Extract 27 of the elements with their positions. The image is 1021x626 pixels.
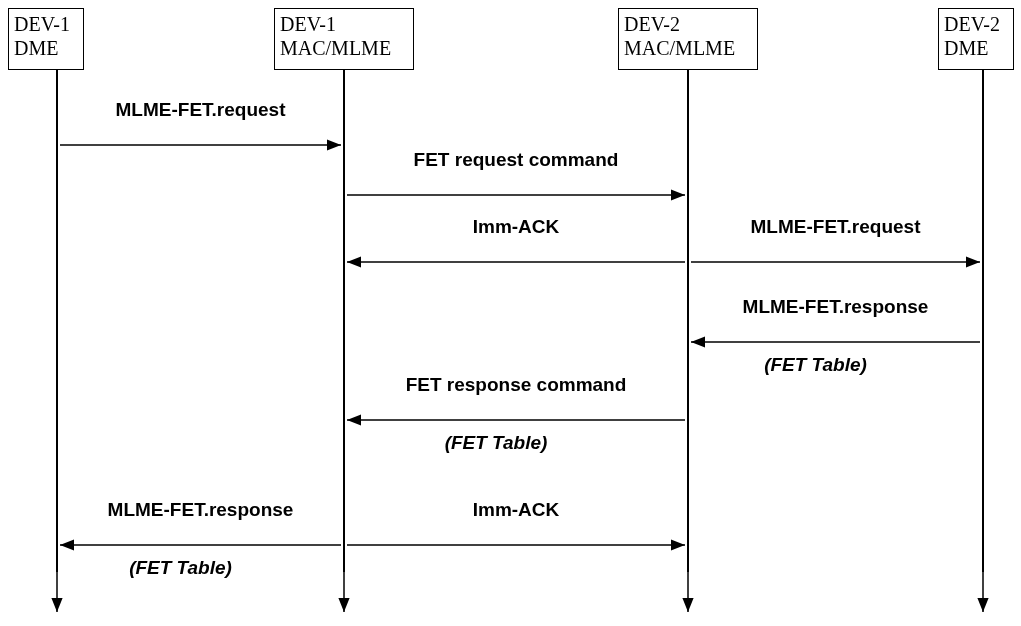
message-arrow: [346, 539, 686, 551]
message-arrow: [690, 256, 981, 268]
message-arrow: [346, 189, 686, 201]
message-arrow: [346, 414, 686, 426]
parameter-label: (FET Table): [764, 354, 867, 376]
message-label: FET response command: [405, 374, 627, 396]
lifeline-arrow: [682, 571, 694, 613]
lifeline-header: DEV-1 DME: [8, 8, 84, 70]
message-label: Imm-ACK: [472, 216, 560, 238]
message-arrow: [690, 336, 981, 348]
lifeline-header: DEV-2 DME: [938, 8, 1014, 70]
message-label: MLME-FET.request: [750, 216, 921, 238]
lifeline-header: DEV-2 MAC/MLME: [618, 8, 758, 70]
message-label: FET request command: [413, 149, 619, 171]
lifeline-arrow: [51, 571, 63, 613]
lifeline-arrow: [977, 571, 989, 613]
parameter-label: (FET Table): [444, 432, 548, 454]
message-arrow: [346, 256, 686, 268]
message-label: MLME-FET.response: [742, 296, 929, 318]
message-label: MLME-FET.response: [107, 499, 294, 521]
parameter-label: (FET Table): [129, 557, 232, 579]
message-label: MLME-FET.request: [115, 99, 286, 121]
lifeline-arrow: [338, 571, 350, 613]
message-label: Imm-ACK: [472, 499, 560, 521]
message-arrow: [59, 539, 342, 551]
lifeline-header: DEV-1 MAC/MLME: [274, 8, 414, 70]
message-arrow: [59, 139, 342, 151]
